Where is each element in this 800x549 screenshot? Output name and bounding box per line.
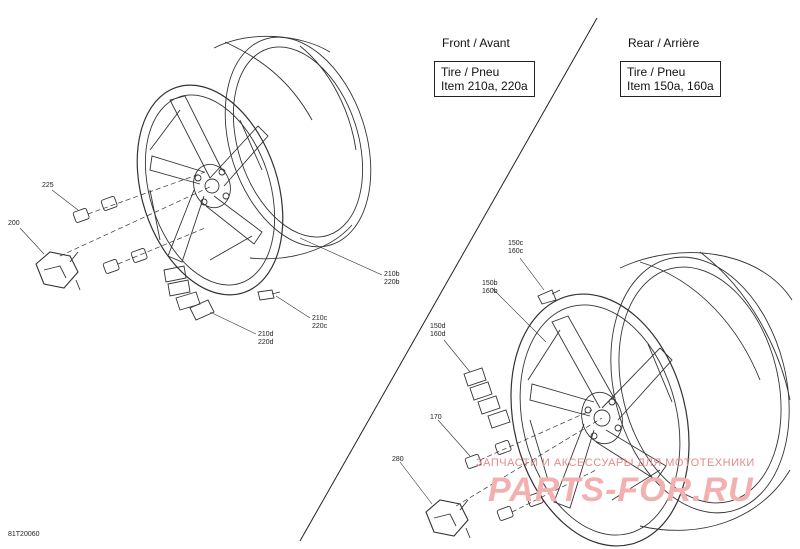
rear-wheel <box>510 251 793 547</box>
rear-leader-lines <box>399 257 547 505</box>
front-assembly-lines <box>59 171 213 265</box>
watermark-logo: PARTS-FOR.RU <box>488 471 754 509</box>
watermark-tagline: ЗАПЧАСТИ И АКСЕССУАРЫ ДЛЯ МОТОТЕХНИКИ <box>476 457 755 469</box>
divider-line <box>299 17 598 542</box>
rear-valve-stem <box>537 289 561 305</box>
rear-sensor <box>425 499 471 539</box>
front-tire-box-line2: Item 210a, 220a <box>441 79 528 93</box>
rear-tire-box-line1: Tire / Pneu <box>627 65 686 79</box>
label-200: 200 <box>8 220 20 227</box>
front-sensor <box>35 251 81 291</box>
rear-tire-box: Tire / Pneu Item 150a, 160a <box>620 61 721 97</box>
label-170: 170 <box>430 414 442 421</box>
front-tire-box: Tire / Pneu Item 210a, 220a <box>434 61 535 97</box>
front-tire-box-line1: Tire / Pneu <box>441 65 500 79</box>
front-balance-weights <box>163 265 215 321</box>
label-280: 280 <box>392 456 404 463</box>
front-lug-nuts <box>72 196 148 274</box>
front-title: Front / Avant <box>442 36 510 50</box>
drawing-code: 81T20060 <box>8 531 40 538</box>
front-leader-lines <box>19 189 383 335</box>
rear-tire-box-line2: Item 150a, 160a <box>627 79 714 93</box>
rear-title: Rear / Arrière <box>628 36 700 50</box>
rear-assembly-lines <box>455 409 603 513</box>
front-wheel <box>136 35 372 296</box>
label-225: 225 <box>42 182 54 189</box>
rear-balance-weights <box>463 367 511 429</box>
front-valve-stem <box>257 289 281 301</box>
